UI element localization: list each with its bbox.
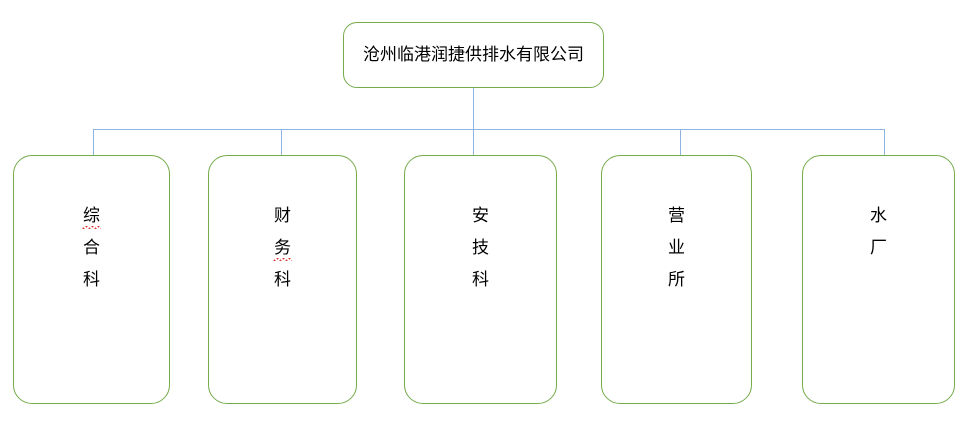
org-node-dept-1-text: 综 合 科 bbox=[14, 208, 169, 289]
org-node-dept-4-char-2: 所 bbox=[668, 270, 685, 290]
org-node-dept-1-char-2: 科 bbox=[83, 270, 100, 290]
org-node-dept-2-char-1: 务 bbox=[273, 238, 292, 261]
org-node-dept-3[interactable]: 安 技 科 bbox=[404, 155, 557, 404]
org-node-root-label: 沧州临港润捷供排水有限公司 bbox=[363, 44, 584, 65]
org-node-dept-5-char-0: 水 bbox=[870, 206, 887, 226]
connector-drop-dept-3 bbox=[473, 129, 474, 156]
org-node-dept-1[interactable]: 综 合 科 bbox=[13, 155, 170, 404]
org-node-dept-5-char-1: 厂 bbox=[870, 238, 887, 258]
org-node-dept-2-char-2: 科 bbox=[274, 270, 291, 290]
org-node-root[interactable]: 沧州临港润捷供排水有限公司 bbox=[343, 22, 604, 88]
connector-drop-dept-2 bbox=[281, 129, 282, 156]
org-node-dept-3-char-1: 技 bbox=[472, 238, 489, 258]
org-node-dept-5[interactable]: 水 厂 bbox=[802, 155, 955, 404]
org-node-dept-5-text: 水 厂 bbox=[803, 208, 954, 257]
org-node-dept-3-char-2: 科 bbox=[472, 270, 489, 290]
connector-root-stem bbox=[473, 88, 474, 129]
org-node-dept-2-text: 财 务 科 bbox=[209, 208, 356, 289]
connector-drop-dept-4 bbox=[680, 129, 681, 156]
org-node-dept-3-char-0: 安 bbox=[472, 206, 489, 226]
org-node-dept-4[interactable]: 营 业 所 bbox=[601, 155, 752, 404]
org-node-dept-2[interactable]: 财 务 科 bbox=[208, 155, 357, 404]
org-node-dept-4-text: 营 业 所 bbox=[602, 208, 751, 289]
org-node-dept-1-char-0: 综 bbox=[82, 206, 101, 229]
connector-drop-dept-1 bbox=[93, 129, 94, 156]
org-node-dept-2-char-0: 财 bbox=[274, 206, 291, 226]
connector-drop-dept-5 bbox=[884, 129, 885, 156]
org-node-dept-4-char-0: 营 bbox=[668, 206, 685, 226]
connector-horizontal-bus bbox=[93, 129, 884, 130]
org-node-dept-1-char-1: 合 bbox=[83, 238, 100, 258]
org-node-dept-3-text: 安 技 科 bbox=[405, 208, 556, 289]
org-node-dept-4-char-1: 业 bbox=[668, 238, 685, 258]
